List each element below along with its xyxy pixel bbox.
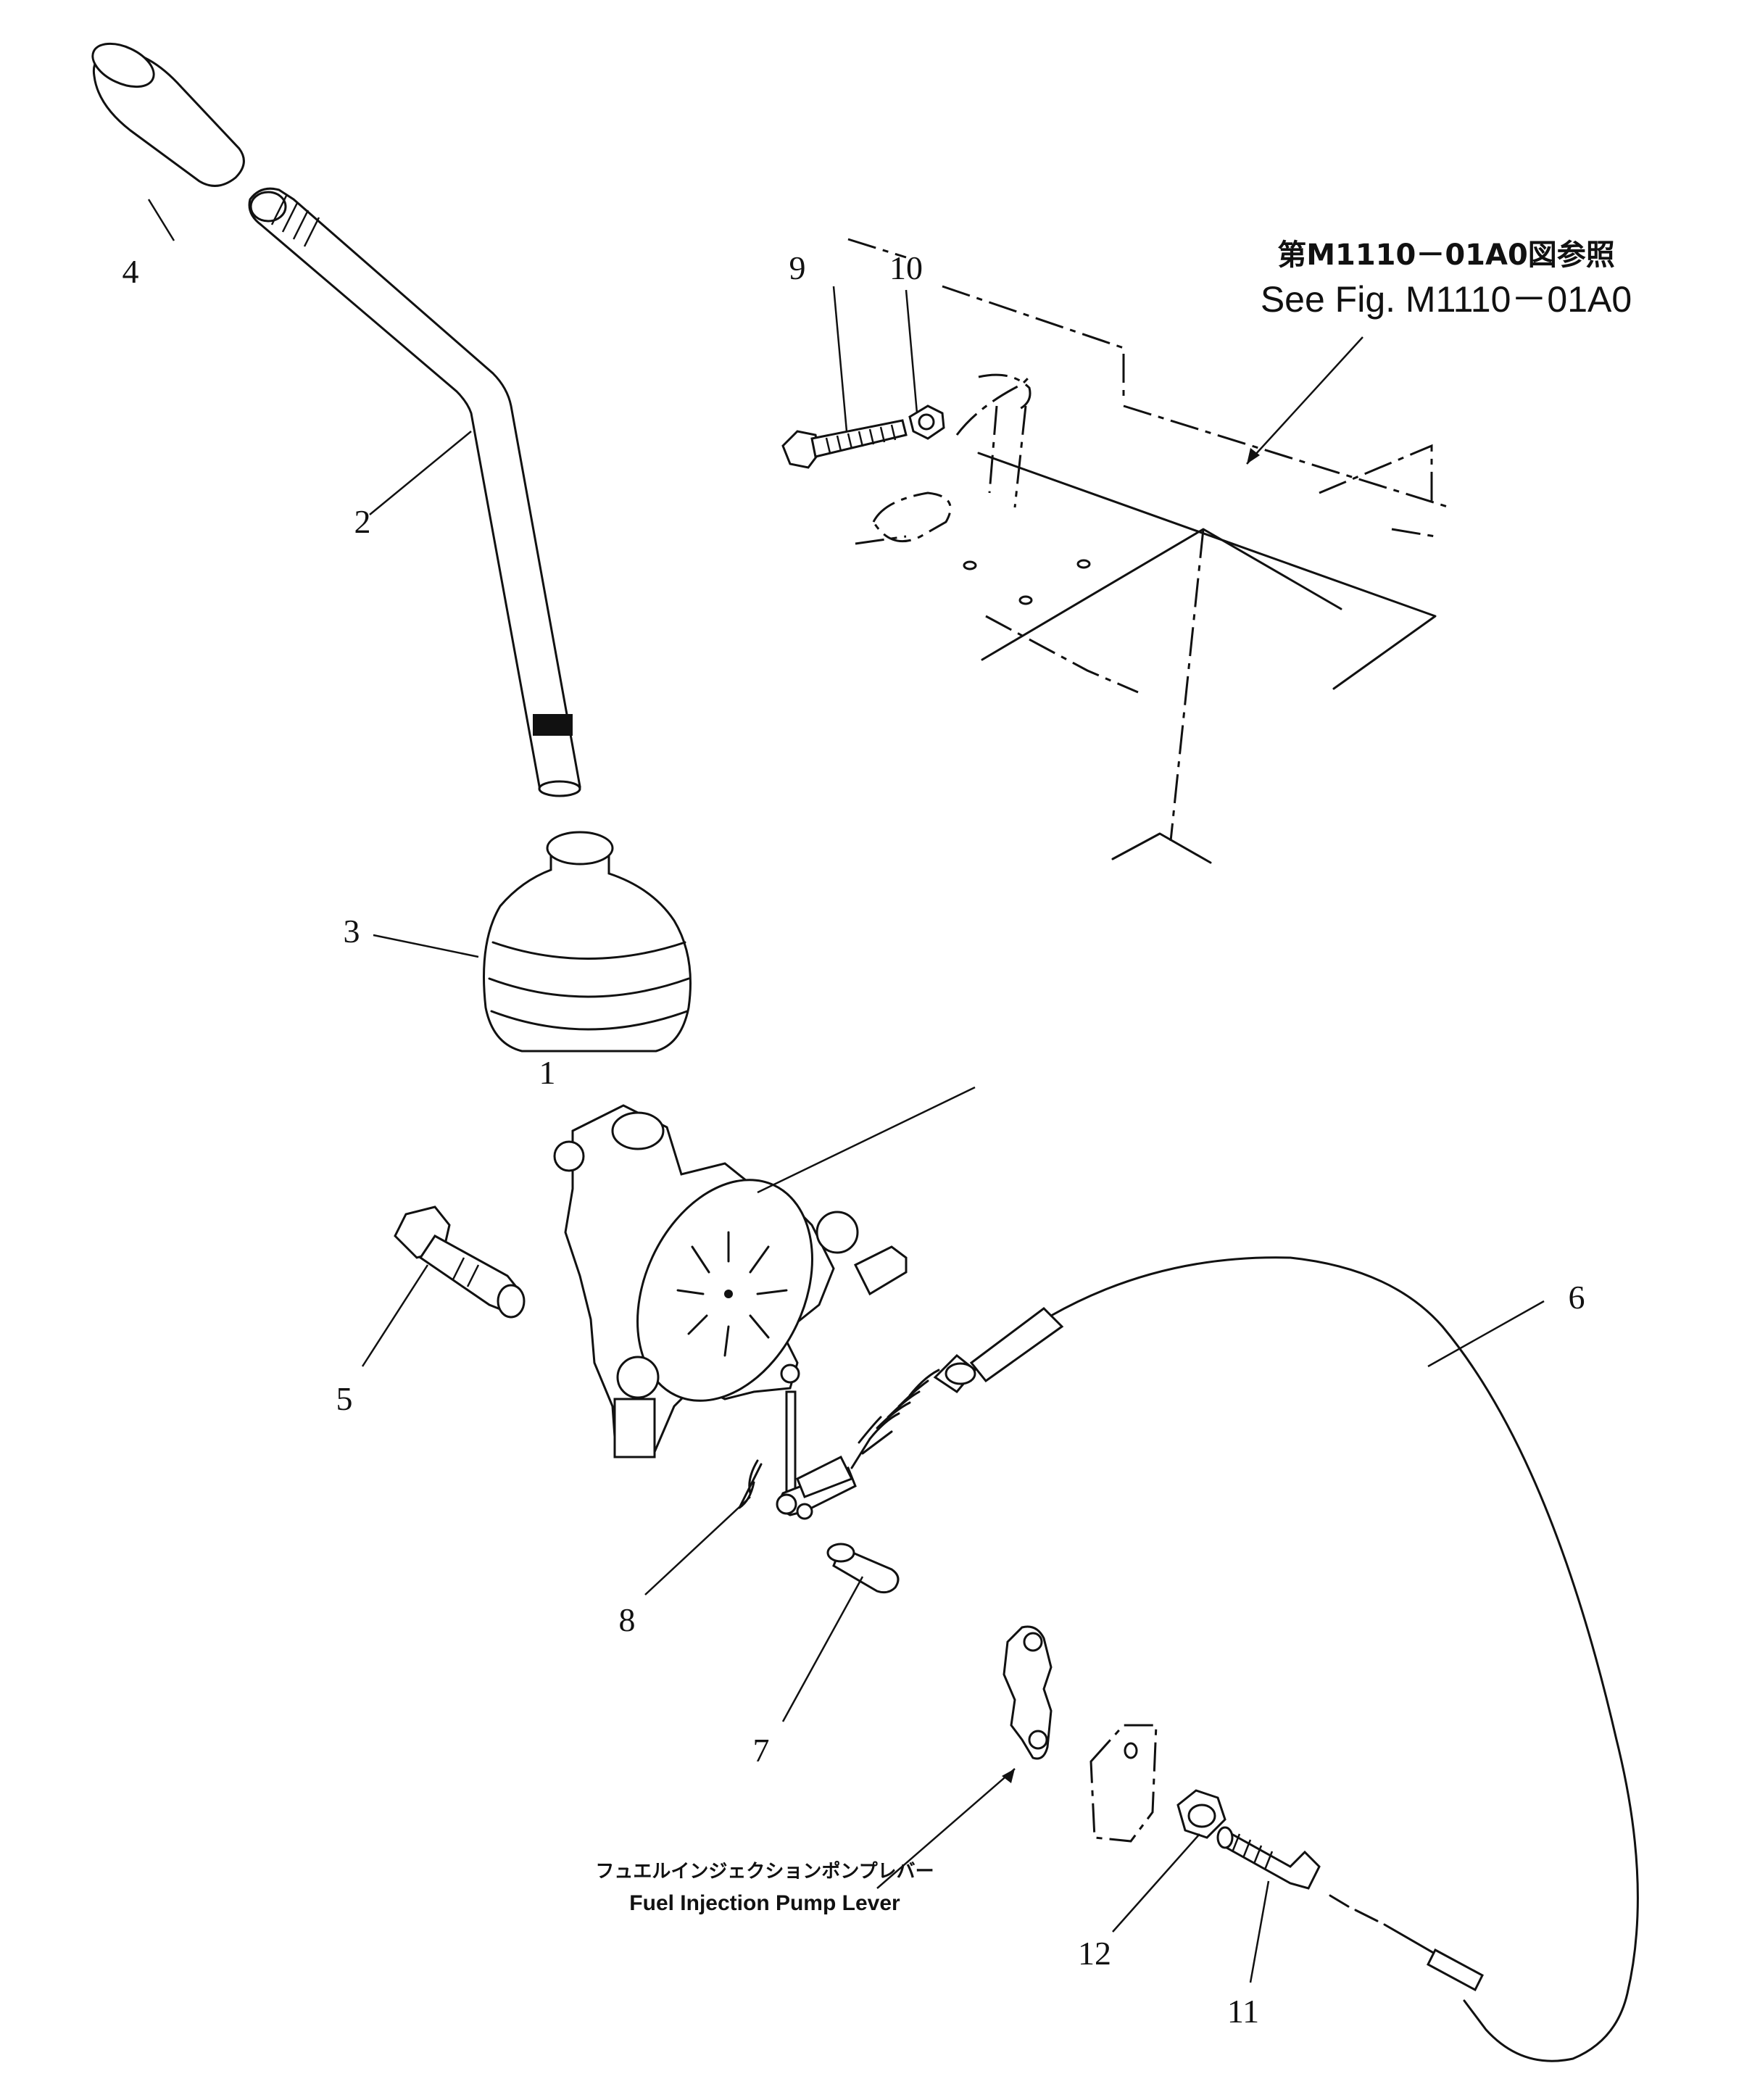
label-part-9: 9 (789, 249, 806, 286)
bolt-part-5 (394, 1205, 526, 1319)
reference-en: See Fig. M1110－01A0 (1261, 279, 1632, 320)
adjuster-part-11 (1216, 1826, 1321, 1890)
fuel-injection-pump-lever (1003, 1625, 1053, 1760)
frame-structure (847, 238, 1450, 864)
nut-part-10 (908, 404, 945, 440)
bracket-plate (1089, 1724, 1158, 1843)
cable-end-rod (1329, 1894, 1484, 1992)
label-part-4: 4 (123, 253, 139, 290)
figure-reference: 第M1110－01A0図参照 See Fig. M1110－01A0 (1261, 238, 1632, 320)
cotter-pin-part-8 (738, 1459, 763, 1509)
pump-lever-caption: フュエルインジェクションポンプレバー Fuel Injection Pump L… (595, 1860, 934, 1915)
label-part-1: 1 (539, 1054, 556, 1091)
label-part-12: 12 (1078, 1935, 1111, 1972)
caption-en: Fuel Injection Pump Lever (629, 1891, 900, 1915)
label-part-7: 7 (753, 1732, 770, 1769)
label-part-8: 8 (619, 1601, 636, 1638)
label-part-2: 2 (354, 503, 371, 540)
control-lever-assembly (553, 1104, 908, 1495)
label-part-11: 11 (1227, 1993, 1259, 2030)
rod-knurl (533, 714, 573, 736)
label-part-3: 3 (344, 913, 360, 950)
pin-part-7 (826, 1543, 900, 1594)
nut-part-12 (1176, 1789, 1226, 1839)
bolt-part-9 (781, 419, 908, 469)
label-part-10: 10 (889, 249, 923, 286)
caption-jp: フュエルインジェクションポンプレバー (595, 1860, 934, 1883)
label-part-6: 6 (1569, 1279, 1585, 1316)
boot-part (483, 831, 692, 1053)
cable-clevis (776, 1437, 871, 1520)
leader-lines (147, 199, 1545, 1983)
label-part-5: 5 (336, 1380, 353, 1417)
knob-part (91, 42, 245, 187)
reference-jp: 第M1110－01A0図参照 (1277, 238, 1615, 272)
lever-rod-part (248, 187, 581, 797)
cable-part-6 (858, 1256, 1639, 2062)
part-labels: 1 2 3 4 5 6 7 8 9 10 11 12 (123, 249, 1585, 2030)
